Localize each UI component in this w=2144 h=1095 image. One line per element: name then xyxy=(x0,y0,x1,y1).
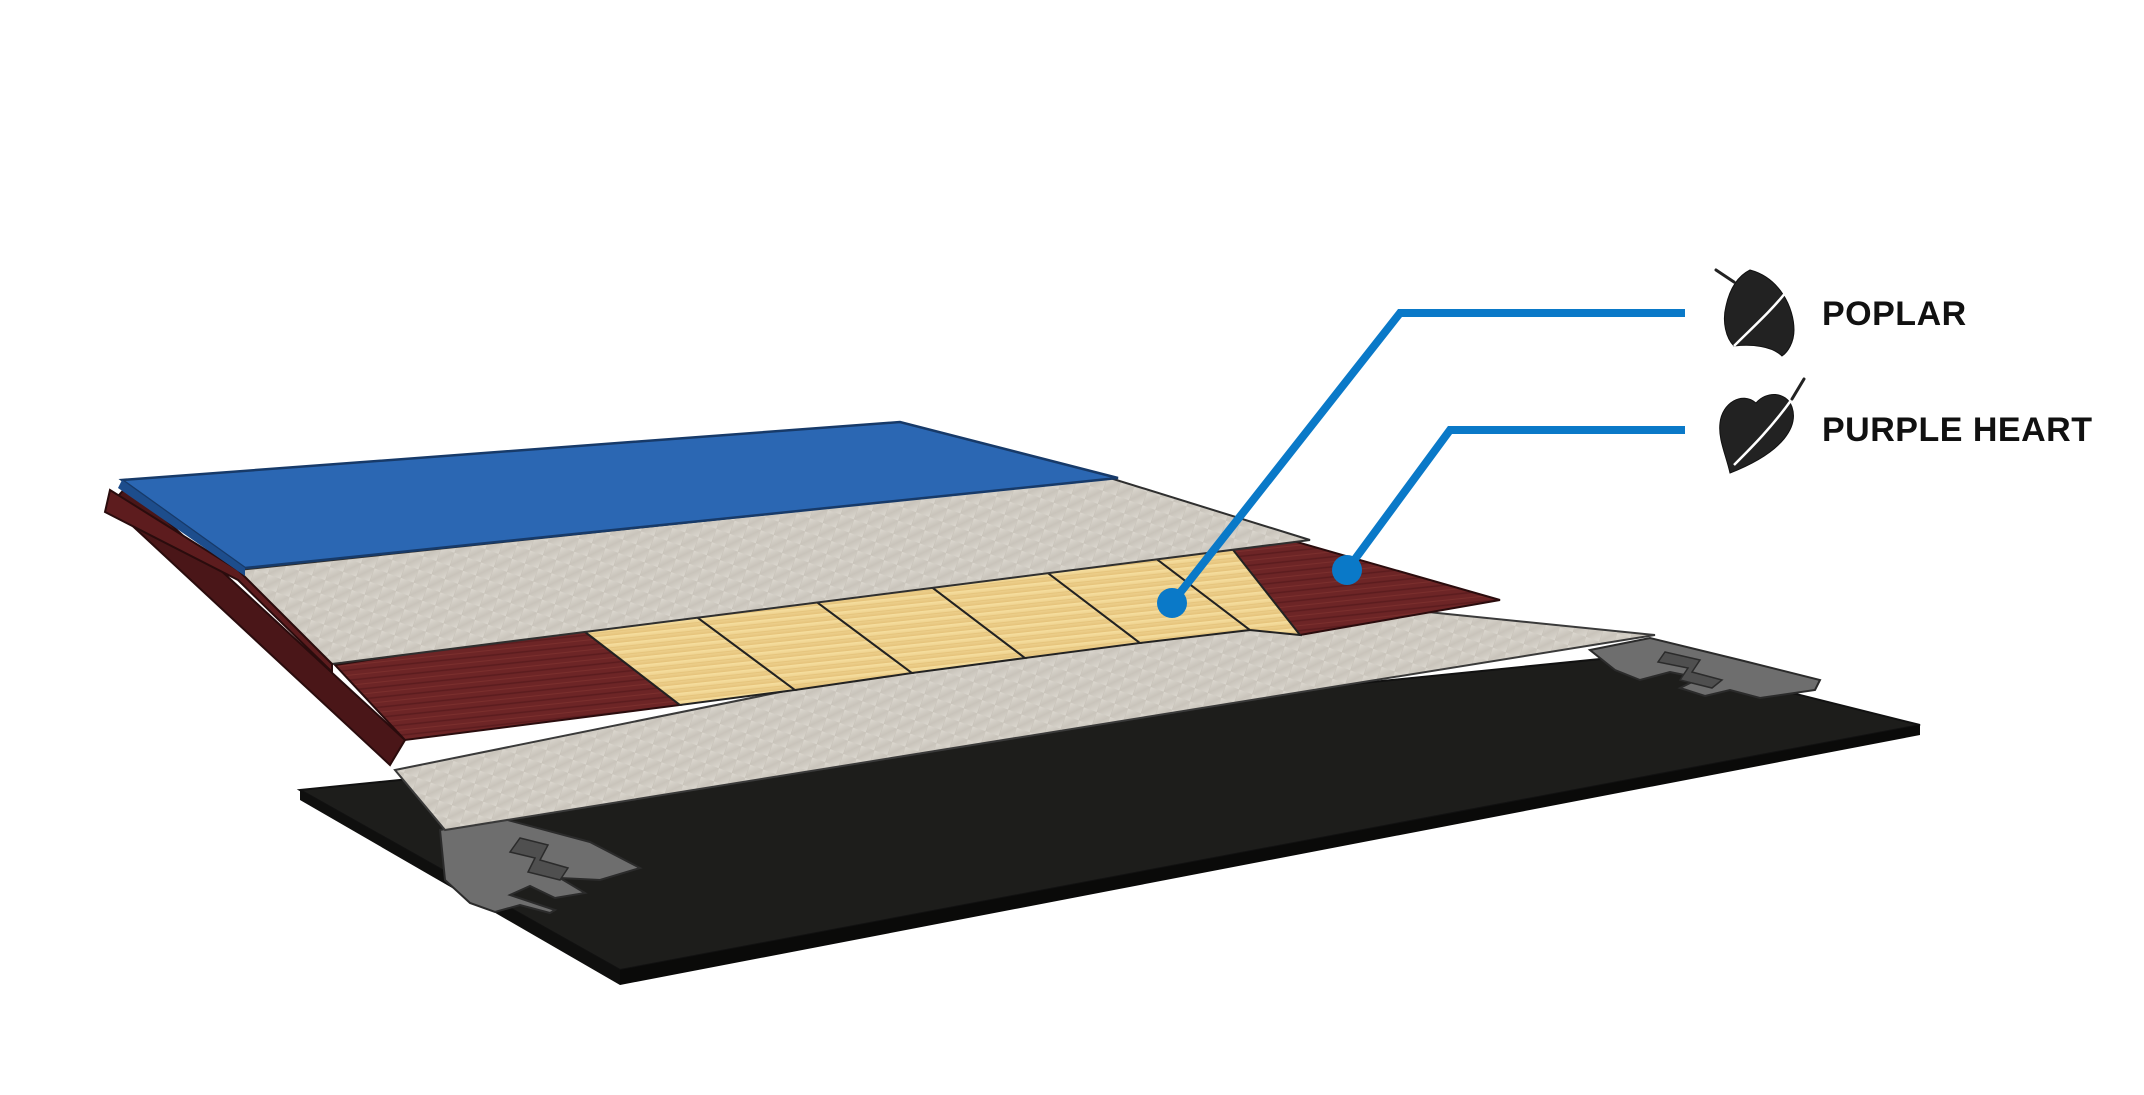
heart-leaf-icon xyxy=(1719,377,1806,474)
connector-tab-left xyxy=(438,816,643,915)
leader-line-poplar xyxy=(1157,309,1685,618)
legend-label-purple-heart: PURPLE HEART xyxy=(1822,411,2092,449)
legend-label-poplar: POPLAR xyxy=(1822,295,1967,333)
connector-tab-right xyxy=(1587,636,1822,700)
poplar-strips xyxy=(577,544,1303,707)
leader-line-purple-heart xyxy=(1332,426,1685,585)
blue-top-surface xyxy=(118,420,1119,576)
poplar-leaf-icon xyxy=(1714,268,1795,357)
wood-core-layer xyxy=(108,483,1501,767)
